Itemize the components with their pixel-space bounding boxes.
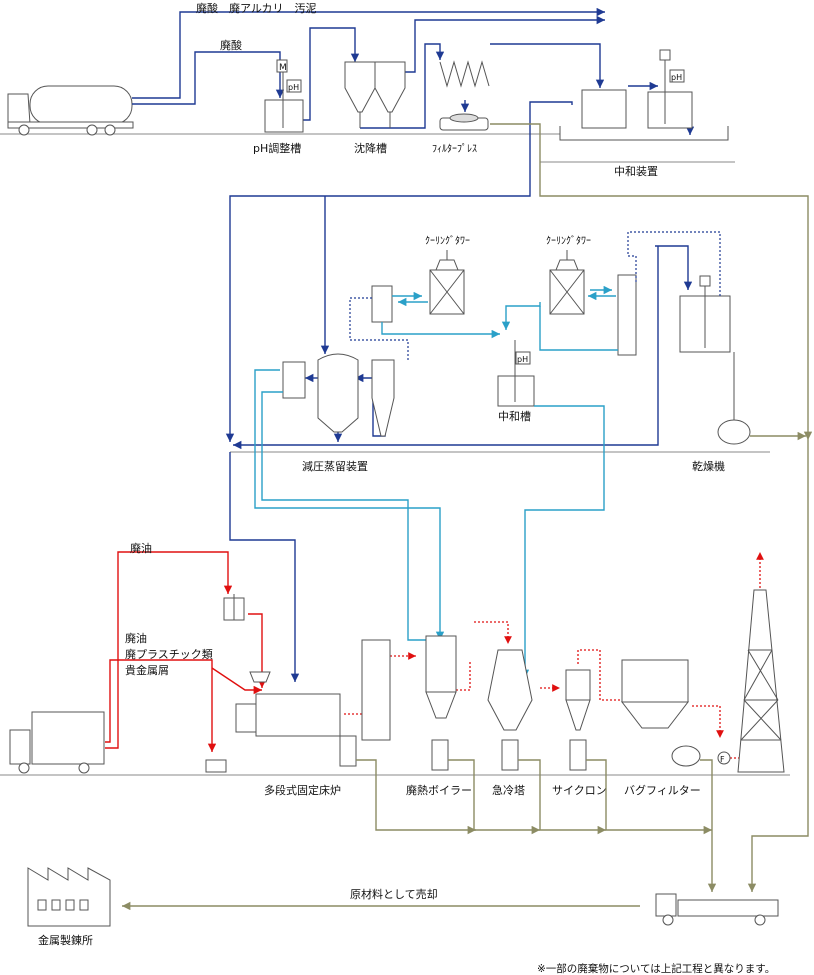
waste-oil-label-2: 廃油	[125, 631, 147, 645]
ph-sensor-tag-3: pH	[517, 355, 528, 364]
neutral-tank-label: 中和槽	[498, 410, 531, 423]
ph-adjust-tank: M pH pH調整槽	[253, 59, 304, 155]
filter-press: ﾌｨﾙﾀｰﾌﾟﾚｽ	[432, 60, 490, 155]
sold-label: 原材料として売却	[350, 887, 438, 901]
smelter-factory	[27, 867, 111, 927]
settling-tank-label: 沈降槽	[354, 141, 387, 155]
red-flows	[105, 551, 267, 752]
precious-metal-label: 貴金属屑	[125, 663, 169, 677]
red-dotted-flows	[344, 552, 764, 762]
tanker-truck	[7, 85, 134, 136]
cooling-tower-1-label: ｸｰﾘﾝｸﾞﾀﾜｰ	[425, 235, 470, 247]
footnote: ※一部の廃棄物については上記工程と異なります。	[537, 962, 775, 975]
quench-label: 急冷塔	[492, 783, 525, 797]
neutralizer-unit: pH 中和装置	[559, 49, 729, 178]
dryer: 乾燥機	[679, 275, 751, 473]
settling-tank: 沈降槽	[344, 61, 406, 155]
neutralizer-label: 中和装置	[614, 165, 658, 178]
cyclone-label: サイクロン	[552, 784, 607, 797]
olive-flows	[122, 123, 813, 911]
filter-press-label: ﾌｨﾙﾀｰﾌﾟﾚｽ	[432, 143, 477, 155]
waste-oil-tank	[223, 594, 245, 621]
vacuum-distiller: 減圧蒸留装置	[302, 353, 395, 473]
delivery-truck	[9, 711, 105, 774]
waste-oil-label: 廃油	[130, 541, 152, 555]
furnace-label: 多段式固定床炉	[264, 783, 341, 797]
furnace: 多段式固定床炉	[235, 639, 391, 797]
waste-heat-boiler: 廃熱ボイラー	[406, 635, 472, 797]
bag-filter: F バグフィルター	[620, 659, 731, 797]
ph-sensor-tag: pH	[288, 83, 299, 92]
chimney	[737, 589, 785, 773]
waste-plastic-label: 廃プラスチック類	[125, 647, 213, 661]
cooling-tower-2: ｸｰﾘﾝｸﾞﾀﾜｰ	[546, 235, 591, 315]
ph-tank-label: pH調整槽	[253, 141, 301, 155]
dump-truck	[655, 893, 779, 926]
bag-filter-label: バグフィルター	[624, 783, 701, 797]
cooling-tower-1: ｸｰﾘﾝｸﾞﾀﾜｰ	[425, 235, 470, 315]
neutral-tank: pH 中和槽	[497, 340, 535, 423]
cyclone: サイクロン	[552, 669, 607, 797]
motor-tag: M	[279, 63, 287, 73]
acid-alkali-sludge-label: 廃酸 廃アルカリ 汚泥	[196, 1, 317, 15]
quench-tower: 急冷塔	[487, 649, 533, 797]
boiler-label: 廃熱ボイラー	[406, 783, 472, 797]
dotted-flows	[349, 231, 721, 360]
metal-bin	[205, 759, 227, 773]
cyan-flows	[254, 285, 618, 678]
acid-label: 廃酸	[220, 38, 242, 52]
smelter-label: 金属製錬所	[38, 933, 93, 947]
dryer-label: 乾燥機	[692, 459, 725, 473]
fan-tag: F	[720, 755, 725, 764]
heat-exchangers	[282, 274, 637, 399]
ph-sensor-tag-2: pH	[671, 73, 682, 82]
vacuum-distill-label: 減圧蒸留装置	[302, 459, 368, 473]
cooling-tower-2-label: ｸｰﾘﾝｸﾞﾀﾜｰ	[546, 235, 591, 247]
